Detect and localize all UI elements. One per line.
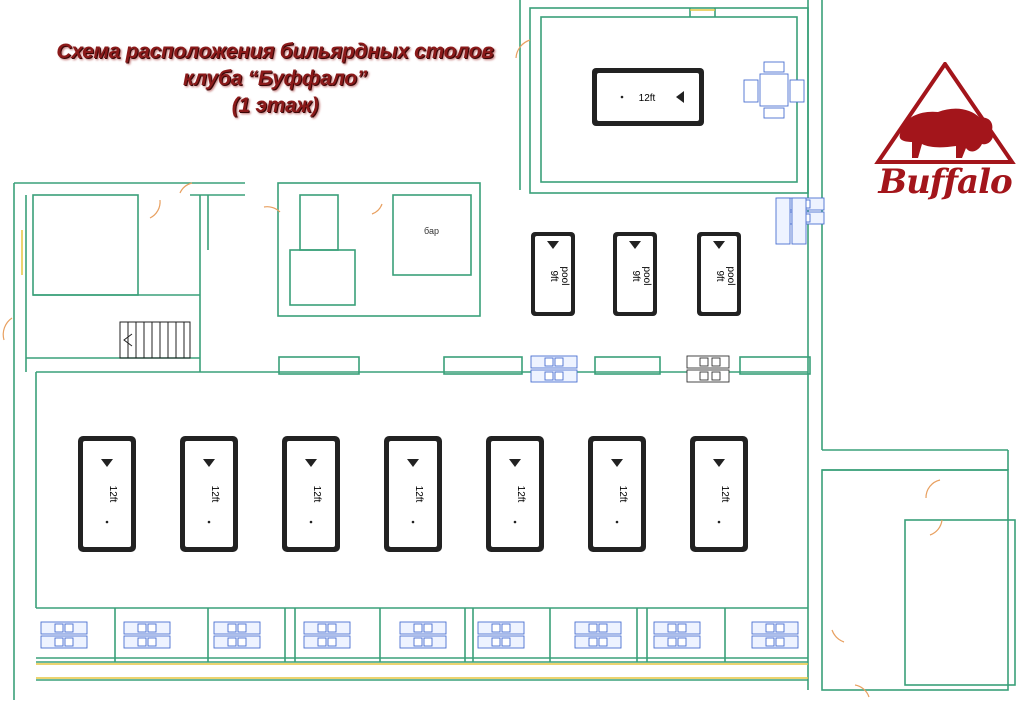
brand-logo: Buffalo — [872, 60, 1018, 212]
billiard-table-main[interactable]: 12ft — [78, 436, 136, 552]
brand-name: Buffalo — [878, 162, 1012, 202]
seating-set — [530, 355, 578, 383]
plan-title: Схема расположения бильярдных столов клу… — [20, 38, 530, 119]
bar-room-wall — [277, 182, 481, 317]
table-size-label: 12ft — [107, 486, 118, 503]
seating-set — [399, 621, 447, 649]
staircase — [119, 321, 191, 359]
title-line-3: (1 этаж) — [231, 94, 319, 117]
seating-set — [751, 621, 799, 649]
seating-set — [303, 621, 351, 649]
seating-set — [123, 621, 171, 649]
buffalo-icon — [874, 60, 1016, 164]
billiard-table-main[interactable]: 12ft — [690, 436, 748, 552]
seating-set — [574, 621, 622, 649]
table-size-label: 12ft — [413, 486, 424, 503]
title-line-1: Схема расположения бильярдных столов — [56, 40, 494, 63]
table-size-label: 9ft — [630, 270, 641, 281]
seating-set — [653, 621, 701, 649]
table-type-label: pool — [725, 267, 736, 286]
table-size-label: 12ft — [719, 486, 730, 503]
seating-set — [40, 621, 88, 649]
table-size-label: 12ft — [639, 93, 656, 104]
table-size-label: 12ft — [515, 486, 526, 503]
seating-set — [213, 621, 261, 649]
left-room-wall — [32, 194, 139, 296]
seating-set — [477, 621, 525, 649]
table-size-label: 12ft — [209, 486, 220, 503]
table-size-label: 9ft — [714, 270, 725, 281]
table-type-label: pool — [559, 267, 570, 286]
table-size-label: 12ft — [311, 486, 322, 503]
billiard-table-main[interactable]: 12ft — [384, 436, 442, 552]
bar-room-label: бар — [424, 226, 439, 236]
table-size-label: 12ft — [617, 486, 628, 503]
billiard-table-main[interactable]: 12ft — [180, 436, 238, 552]
title-line-2: клуба “Буффало” — [183, 67, 367, 90]
billiard-table-main[interactable]: 12ft — [282, 436, 340, 552]
seating-set — [775, 197, 807, 245]
vip-dining-set — [743, 61, 805, 119]
billiard-table-main[interactable]: 12ft — [486, 436, 544, 552]
table-size-label: 9ft — [548, 270, 559, 281]
seating-set — [686, 355, 730, 383]
billiard-table-vip[interactable]: 12ft — [592, 68, 704, 126]
billiard-table-main[interactable]: 12ft — [588, 436, 646, 552]
table-type-label: pool — [641, 267, 652, 286]
